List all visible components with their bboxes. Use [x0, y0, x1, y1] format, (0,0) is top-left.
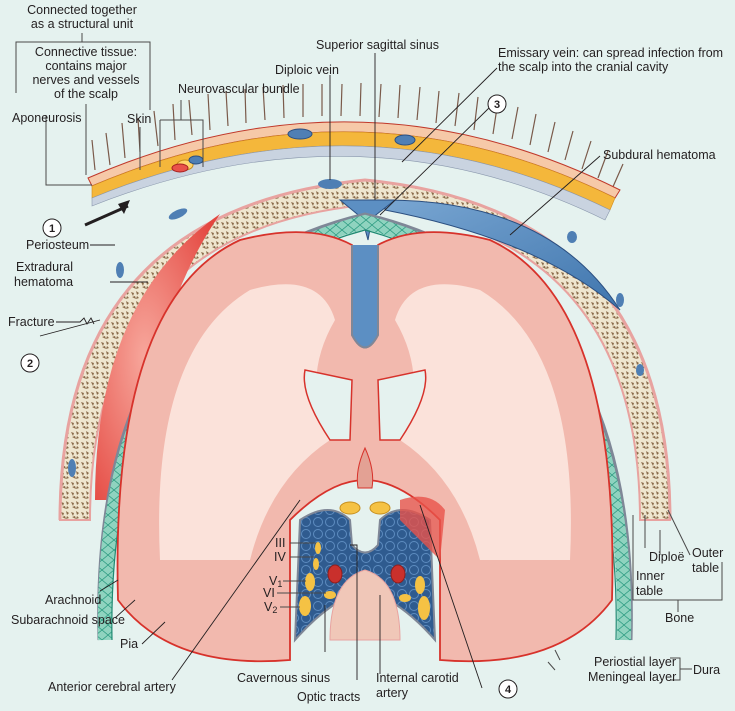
svg-text:3: 3 [494, 99, 500, 111]
label-fracture: Fracture [8, 315, 55, 329]
label-cn-v2: V2 [264, 600, 277, 615]
label-extradural-hematoma-2: hematoma [14, 275, 73, 289]
label-connected-together-2: as a structural unit [31, 17, 134, 31]
label-connective-tissue-2: contains major [45, 59, 126, 73]
label-subdural-hematoma: Subdural hematoma [603, 148, 716, 162]
callout-3: 3 [487, 94, 507, 114]
skull [58, 178, 672, 521]
svg-text:2: 2 [27, 358, 33, 370]
hair [91, 82, 624, 190]
cavernous-sinus-region [293, 496, 445, 643]
label-emissary-vein-1: Emissary vein: can spread infection from [498, 46, 723, 60]
label-bone: Bone [665, 611, 694, 625]
label-skin: Skin [127, 112, 151, 126]
label-superior-sagittal-sinus: Superior sagittal sinus [316, 38, 439, 52]
label-connective-tissue-3: nerves and vessels [32, 73, 139, 87]
label-cn-v1: V1 [269, 574, 282, 589]
label-anterior-cerebral-artery: Anterior cerebral artery [48, 680, 177, 694]
label-diploe: Diploë [649, 550, 684, 564]
label-arachnoid: Arachnoid [45, 593, 101, 607]
label-periosteum: Periosteum [26, 238, 89, 252]
label-aponeurosis: Aponeurosis [12, 111, 82, 125]
cn-leaders [277, 542, 326, 608]
arrow-1 [84, 204, 129, 227]
callout-4: 4 [498, 679, 518, 699]
labels: Connected together as a structural unit … [8, 3, 723, 704]
callout-2: 2 [20, 353, 40, 373]
label-neurovascular-bundle: Neurovascular bundle [178, 82, 300, 96]
label-emissary-vein-2: the scalp into the cranial cavity [498, 60, 669, 74]
leader-lines [15, 33, 723, 689]
label-periostial-layer: Periostial layer [594, 655, 676, 669]
label-connective-tissue-1: Connective tissue: [35, 45, 137, 59]
label-connected-together-1: Connected together [27, 3, 137, 17]
label-cn-vi: VI [263, 586, 275, 600]
label-diploic-vein: Diploic vein [275, 63, 339, 77]
label-inner-table-1: Inner [636, 569, 665, 583]
label-meningeal-layer: Meningeal layer [588, 670, 676, 684]
label-cavernous-sinus: Cavernous sinus [237, 671, 330, 685]
label-cn-iii: III [275, 536, 285, 550]
label-subarachnoid-space: Subarachnoid space [11, 613, 125, 627]
scalp-layers [87, 121, 621, 221]
label-optic-tracts: Optic tracts [297, 690, 360, 704]
label-dura: Dura [693, 663, 720, 677]
label-outer-table-1: Outer [692, 546, 723, 560]
callout-1: 1 [42, 218, 62, 238]
label-internal-carotid-1: Internal carotid [376, 671, 459, 685]
svg-text:1: 1 [49, 223, 55, 235]
svg-text:4: 4 [505, 684, 512, 696]
brain [116, 231, 614, 663]
label-pia: Pia [120, 637, 138, 651]
label-cn-iv: IV [274, 550, 286, 564]
label-internal-carotid-2: artery [376, 686, 409, 700]
label-extradural-hematoma-1: Extradural [16, 260, 73, 274]
subdural-hematoma [384, 199, 621, 311]
label-connective-tissue-4: of the scalp [54, 87, 118, 101]
label-inner-table-2: table [636, 584, 663, 598]
label-outer-table-2: table [692, 561, 719, 575]
